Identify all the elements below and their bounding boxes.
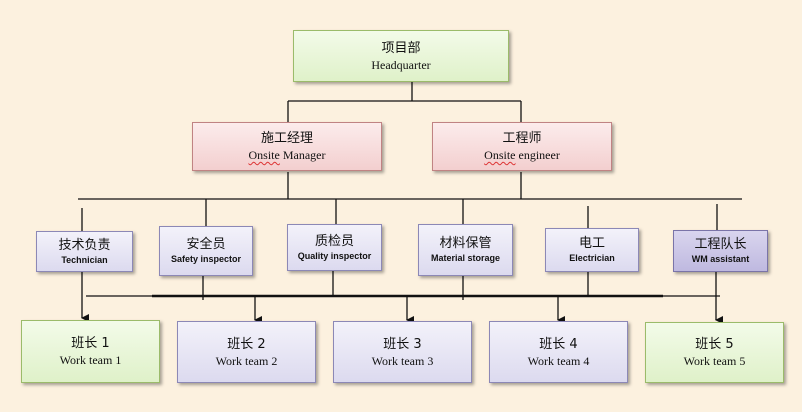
work-team-5-box: 班长 5 Work team 5 [645,322,784,383]
safety-inspector-en: Safety inspector [170,254,242,264]
technician-en: Technician [61,254,108,265]
electrician-zh: 电工 [578,236,605,251]
onsite-engineer-zh: 工程师 [502,131,542,146]
safety-inspector-zh: 安全员 [186,237,226,252]
onsite-manager-zh: 施工经理 [260,131,313,146]
work-team-2-box: 班长 2 Work team 2 [177,321,316,383]
electrician-box: 电工 Electrician [545,228,639,272]
work-team-5-en: Work team 5 [683,354,746,368]
work-team-3-zh: 班长 3 [383,336,422,352]
work-team-4-zh: 班长 4 [539,336,578,352]
onsite-engineer-box: 工程师 Onsite engineer [432,122,612,171]
quality-inspector-zh: 质检员 [314,233,354,249]
work-team-1-en: Work team 1 [59,353,122,367]
work-team-4-box: 班长 4 Work team 4 [489,321,628,383]
technician-zh: 技术负责 [58,237,111,253]
headquarter-box: 项目部 Headquarter [293,30,509,82]
quality-inspector-en: Quality inspector [297,250,372,261]
onsite-manager-en-underlined: Onsite [248,148,280,162]
headquarter-en: Headquarter [371,57,431,72]
work-team-1-zh: 班长 1 [71,336,110,351]
work-team-3-box: 班长 3 Work team 3 [333,321,472,383]
quality-inspector-box: 质检员 Quality inspector [287,224,382,271]
work-team-1-box: 班长 1 Work team 1 [21,320,160,383]
material-storage-en: Material storage [430,253,501,263]
onsite-manager-en-rest: Manager [279,148,326,162]
onsite-manager-en: Onsite Manager [249,147,326,163]
onsite-engineer-en: Onsite engineer [484,147,560,163]
wm-assistant-en: WM assistant [691,254,750,264]
work-team-2-zh: 班长 2 [227,336,266,352]
onsite-manager-box: 施工经理 Onsite Manager [192,122,382,171]
wm-assistant-zh: 工程队长 [694,237,747,252]
safety-inspector-box: 安全员 Safety inspector [159,226,253,276]
headquarter-zh: 项目部 [381,40,421,56]
work-team-2-en: Work team 2 [215,353,278,368]
work-team-4-en: Work team 4 [527,353,590,368]
work-team-3-en: Work team 3 [371,353,434,368]
wm-assistant-box: 工程队长 WM assistant [673,230,768,272]
material-storage-zh: 材料保管 [439,236,492,251]
technician-box: 技术负责 Technician [36,231,133,272]
work-team-5-zh: 班长 5 [695,337,734,352]
onsite-engineer-en-underlined: Onsite [484,148,516,162]
material-storage-box: 材料保管 Material storage [418,224,513,276]
onsite-engineer-en-rest: engineer [515,148,560,162]
electrician-en: Electrician [569,253,615,263]
